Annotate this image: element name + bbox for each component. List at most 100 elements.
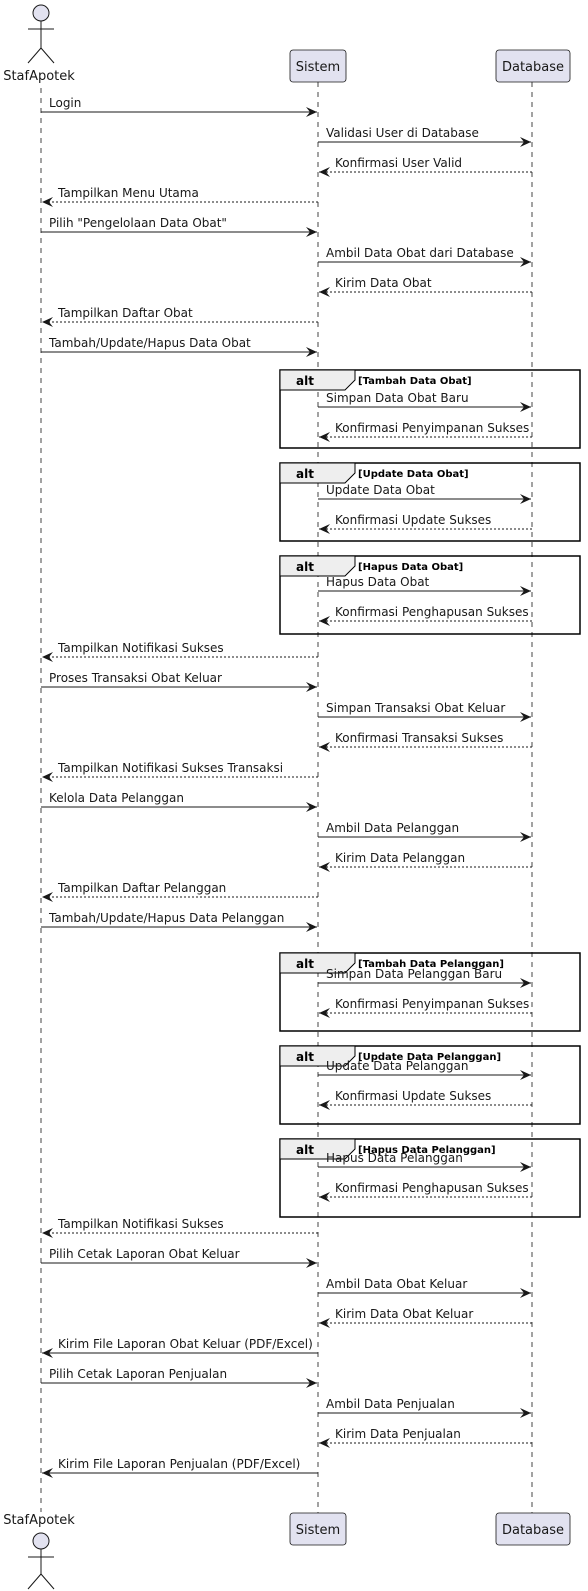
message: Proses Transaksi Obat Keluar bbox=[41, 671, 317, 692]
message: Hapus Data Obat bbox=[318, 575, 531, 596]
participant-database-label-top: Database bbox=[502, 60, 564, 75]
message-label: Ambil Data Obat Keluar bbox=[326, 1277, 467, 1291]
message-label: Tampilkan Daftar Pelanggan bbox=[57, 881, 226, 895]
message-label: Tampilkan Notifikasi Sukses Transaksi bbox=[57, 761, 283, 775]
message-label: Hapus Data Pelanggan bbox=[326, 1151, 463, 1165]
message: Tampilkan Notifikasi Sukses Transaksi bbox=[42, 761, 318, 782]
message-label: Kirim Data Obat Keluar bbox=[335, 1307, 473, 1321]
message-label: Ambil Data Penjualan bbox=[326, 1397, 455, 1411]
message-label: Konfirmasi Penyimpanan Sukses bbox=[335, 997, 529, 1011]
message: Konfirmasi User Valid bbox=[319, 156, 532, 177]
message: Ambil Data Obat dari Database bbox=[318, 246, 531, 267]
message: Hapus Data Pelanggan bbox=[318, 1151, 531, 1172]
message-label: Kirim Data Pelanggan bbox=[335, 851, 465, 865]
message-label: Proses Transaksi Obat Keluar bbox=[49, 671, 222, 685]
message-label: Tambah/Update/Hapus Data Obat bbox=[48, 336, 251, 350]
message-label: Tambah/Update/Hapus Data Pelanggan bbox=[48, 911, 284, 925]
alt-guard: [Tambah Data Obat] bbox=[358, 376, 472, 387]
participant-system-label-bottom: Sistem bbox=[296, 1523, 340, 1538]
message: Validasi User di Database bbox=[318, 126, 531, 147]
message-label: Tampilkan Notifikasi Sukses bbox=[57, 1217, 224, 1231]
message: Ambil Data Obat Keluar bbox=[318, 1277, 531, 1298]
participant-database-label-bottom: Database bbox=[502, 1523, 564, 1538]
alt-block: alt [Update Data Pelanggan] bbox=[279, 1045, 581, 1125]
message: Tampilkan Menu Utama bbox=[42, 186, 318, 207]
participant-system-bottom: Sistem bbox=[289, 1512, 347, 1546]
actor-label-top: StafApotek bbox=[3, 69, 75, 84]
alt-keyword: alt bbox=[296, 1143, 314, 1157]
message: Tambah/Update/Hapus Data Pelanggan bbox=[41, 911, 317, 932]
message: Ambil Data Penjualan bbox=[318, 1397, 531, 1418]
alt-guard: [Tambah Data Pelanggan] bbox=[358, 959, 504, 970]
message: Ambil Data Pelanggan bbox=[318, 821, 531, 842]
participant-database-bottom: Database bbox=[495, 1512, 571, 1546]
message-label: Login bbox=[49, 96, 81, 110]
message: Kirim File Laporan Penjualan (PDF/Excel) bbox=[42, 1457, 318, 1478]
alt-keyword: alt bbox=[296, 560, 314, 574]
message-label: Kelola Data Pelanggan bbox=[49, 791, 184, 805]
alt-keyword: alt bbox=[296, 374, 314, 388]
message: Simpan Data Pelanggan Baru bbox=[318, 967, 531, 988]
actor-top: StafApotek bbox=[3, 4, 75, 84]
message: Simpan Transaksi Obat Keluar bbox=[318, 701, 531, 722]
alt-keyword: alt bbox=[296, 957, 314, 971]
alt-guard: [Hapus Data Pelanggan] bbox=[358, 1145, 496, 1156]
alt-block: alt [Hapus Data Pelanggan] bbox=[279, 1138, 581, 1218]
message: Konfirmasi Penghapusan Sukses bbox=[319, 1181, 532, 1202]
alt-block: alt [Hapus Data Obat] bbox=[279, 555, 581, 635]
message-label: Hapus Data Obat bbox=[326, 575, 430, 589]
message: Update Data Pelanggan bbox=[318, 1059, 531, 1080]
message-label: Update Data Obat bbox=[326, 483, 435, 497]
actor-figure-icon bbox=[27, 4, 55, 64]
message: Pilih Cetak Laporan Obat Keluar bbox=[41, 1247, 317, 1268]
message-label: Tampilkan Menu Utama bbox=[57, 186, 199, 200]
message: Kirim Data Obat bbox=[319, 276, 532, 297]
message-label: Simpan Data Obat Baru bbox=[326, 391, 469, 405]
message-label: Kirim Data Penjualan bbox=[335, 1427, 461, 1441]
message: Konfirmasi Update Sukses bbox=[319, 1089, 532, 1110]
alt-blocks: alt [Tambah Data Obat] alt [Update Data … bbox=[279, 369, 581, 1218]
message-label: Konfirmasi Penyimpanan Sukses bbox=[335, 421, 529, 435]
message: Tampilkan Daftar Pelanggan bbox=[42, 881, 318, 902]
actor-label-bottom: StafApotek bbox=[3, 1513, 75, 1528]
participant-database-top: Database bbox=[495, 49, 571, 83]
message-label: Pilih Cetak Laporan Penjualan bbox=[49, 1367, 227, 1381]
message-label: Update Data Pelanggan bbox=[326, 1059, 468, 1073]
message: Tambah/Update/Hapus Data Obat bbox=[41, 336, 317, 357]
message: Konfirmasi Penghapusan Sukses bbox=[319, 605, 532, 626]
actor-bottom: StafApotek bbox=[3, 1513, 75, 1590]
message-label: Konfirmasi Update Sukses bbox=[335, 513, 491, 527]
actor-figure-icon bbox=[27, 1532, 55, 1590]
message: Konfirmasi Transaksi Sukses bbox=[319, 731, 532, 752]
message: Kirim Data Obat Keluar bbox=[319, 1307, 532, 1328]
message: Update Data Obat bbox=[318, 483, 531, 504]
alt-keyword: alt bbox=[296, 1050, 314, 1064]
message: Konfirmasi Penyimpanan Sukses bbox=[319, 421, 532, 442]
message-label: Konfirmasi Penghapusan Sukses bbox=[335, 1181, 529, 1195]
message: Kelola Data Pelanggan bbox=[41, 791, 317, 812]
message: Pilih "Pengelolaan Data Obat" bbox=[41, 216, 317, 237]
message-label: Tampilkan Notifikasi Sukses bbox=[57, 641, 224, 655]
message-label: Kirim Data Obat bbox=[335, 276, 432, 290]
message: Kirim Data Pelanggan bbox=[319, 851, 532, 872]
message: Kirim File Laporan Obat Keluar (PDF/Exce… bbox=[42, 1337, 318, 1358]
participant-system-label-top: Sistem bbox=[296, 60, 340, 75]
message-label: Konfirmasi User Valid bbox=[335, 156, 462, 170]
alt-guard: [Update Data Obat] bbox=[358, 469, 469, 480]
message: Login bbox=[41, 96, 317, 117]
message-label: Kirim File Laporan Obat Keluar (PDF/Exce… bbox=[58, 1337, 313, 1351]
message-label: Tampilkan Daftar Obat bbox=[57, 306, 193, 320]
alt-block: alt [Tambah Data Obat] bbox=[279, 369, 581, 449]
message-label: Pilih Cetak Laporan Obat Keluar bbox=[49, 1247, 240, 1261]
message-label: Kirim File Laporan Penjualan (PDF/Excel) bbox=[58, 1457, 300, 1471]
message-label: Validasi User di Database bbox=[326, 126, 479, 140]
message-label: Ambil Data Obat dari Database bbox=[326, 246, 514, 260]
message: Simpan Data Obat Baru bbox=[318, 391, 531, 412]
message-label: Ambil Data Pelanggan bbox=[326, 821, 459, 835]
message: Pilih Cetak Laporan Penjualan bbox=[41, 1367, 317, 1388]
message: Tampilkan Notifikasi Sukses bbox=[42, 641, 318, 662]
message: Tampilkan Daftar Obat bbox=[42, 306, 318, 327]
message-label: Simpan Data Pelanggan Baru bbox=[326, 967, 502, 981]
